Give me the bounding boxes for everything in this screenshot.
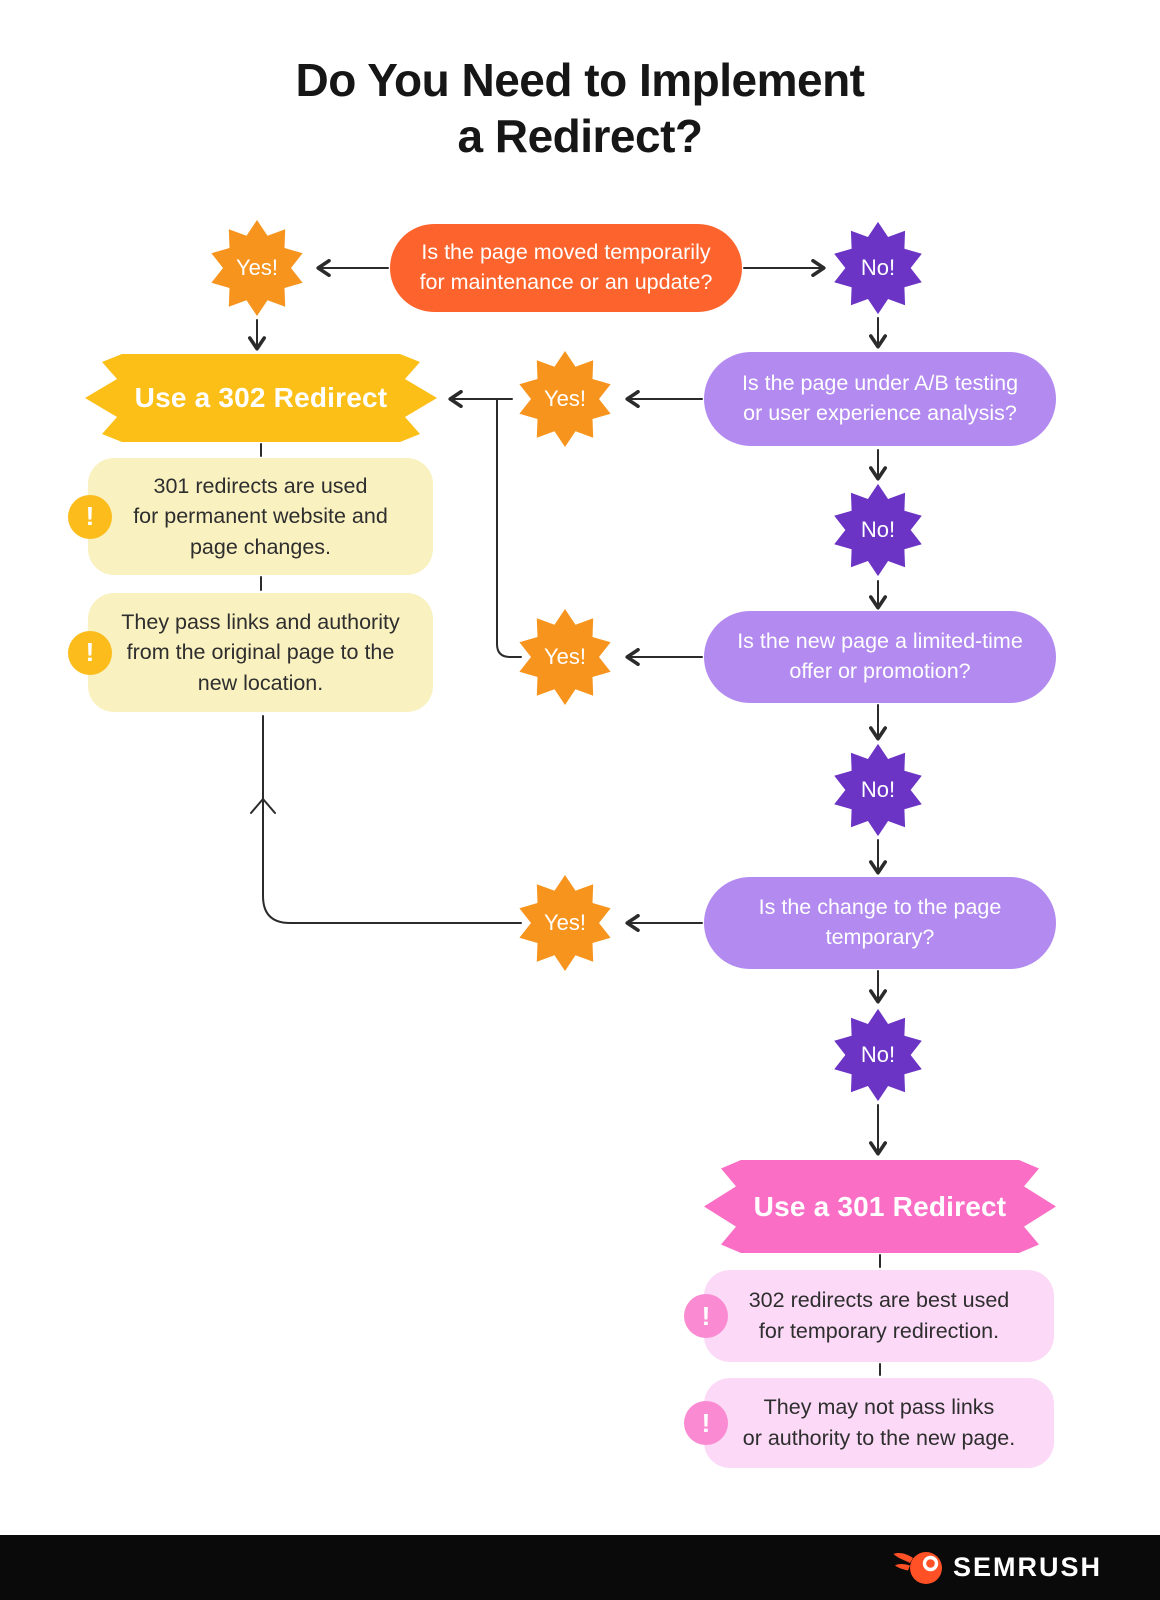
use-301-redirect-banner: Use a 301 Redirect [704, 1160, 1056, 1253]
yes-label: Yes! [543, 644, 586, 669]
arrowhead-up [250, 798, 276, 814]
yes-star-2: Yes! [515, 349, 615, 449]
footer-bar: SEMRUSH [0, 1535, 1160, 1600]
no-label: No! [860, 255, 896, 280]
no-label: No! [860, 517, 896, 542]
brand-name: SEMRUSH [952, 1552, 1102, 1582]
page-title: Do You Need to Implement a Redirect? [295, 54, 865, 163]
starburst-icon [834, 221, 922, 315]
use-302-redirect-label: Use a 302 Redirect [134, 382, 388, 413]
exclamation-icon: ! [68, 494, 112, 539]
question-moved-temporarily: Is the page moved temporarily for mainte… [390, 224, 742, 312]
yes-star-3: Yes! [515, 607, 615, 707]
note-text: They may not pass links or authority to … [742, 1395, 1016, 1450]
no-star-3: No! [830, 742, 926, 838]
starburst-icon [519, 875, 611, 971]
note-302-no-authority: ! They may not pass links or authority t… [684, 1378, 1054, 1468]
question-limited-time-offer: Is the new page a limited-time offer or … [704, 611, 1056, 703]
yes-star-4: Yes! [515, 873, 615, 973]
starburst-icon [834, 483, 922, 577]
starburst-icon [834, 743, 922, 837]
starburst-icon [519, 609, 611, 705]
note-text: 302 redirects are best used for temporar… [748, 1288, 1010, 1343]
no-star-2: No! [830, 482, 926, 578]
use-301-redirect-label: Use a 301 Redirect [753, 1190, 1007, 1222]
note-302-temporary: ! 302 redirects are best used for tempor… [684, 1270, 1054, 1362]
yes-label: Yes! [543, 910, 586, 935]
no-label: No! [860, 777, 896, 802]
semrush-logo: SEMRUSH [893, 1551, 1102, 1585]
starburst-icon [519, 351, 611, 447]
question-ab-testing: Is the page under A/B testing or user ex… [704, 352, 1056, 446]
ribbon-burst-shape [85, 354, 437, 442]
note-text: 301 redirects are used for permanent web… [133, 473, 388, 559]
note-text: They pass links and authority from the o… [121, 609, 400, 695]
no-star-1: No! [830, 220, 926, 316]
line-yes4-to-notes [262, 715, 522, 924]
semrush-flame-icon [893, 1551, 942, 1584]
starburst-icon [211, 220, 303, 316]
no-label: No! [860, 1042, 896, 1067]
note-301-pass-authority: ! They pass links and authority from the… [68, 593, 433, 712]
yes-star-1: Yes! [207, 218, 307, 318]
ribbon-burst-shape [704, 1160, 1056, 1253]
yes-label: Yes! [235, 255, 278, 280]
yes-label: Yes! [543, 386, 586, 411]
line-yes3-merge [496, 399, 522, 658]
question-change-temporary: Is the change to the page temporary? [704, 877, 1056, 969]
exclamation-icon: ! [684, 1401, 728, 1445]
exclamation-icon: ! [68, 630, 112, 675]
note-301-permanent: ! 301 redirects are used for permanent w… [68, 458, 433, 575]
no-star-4: No! [830, 1007, 926, 1103]
exclamation-icon: ! [684, 1294, 728, 1338]
starburst-icon [834, 1008, 922, 1102]
use-302-redirect-banner: Use a 302 Redirect [85, 354, 437, 442]
